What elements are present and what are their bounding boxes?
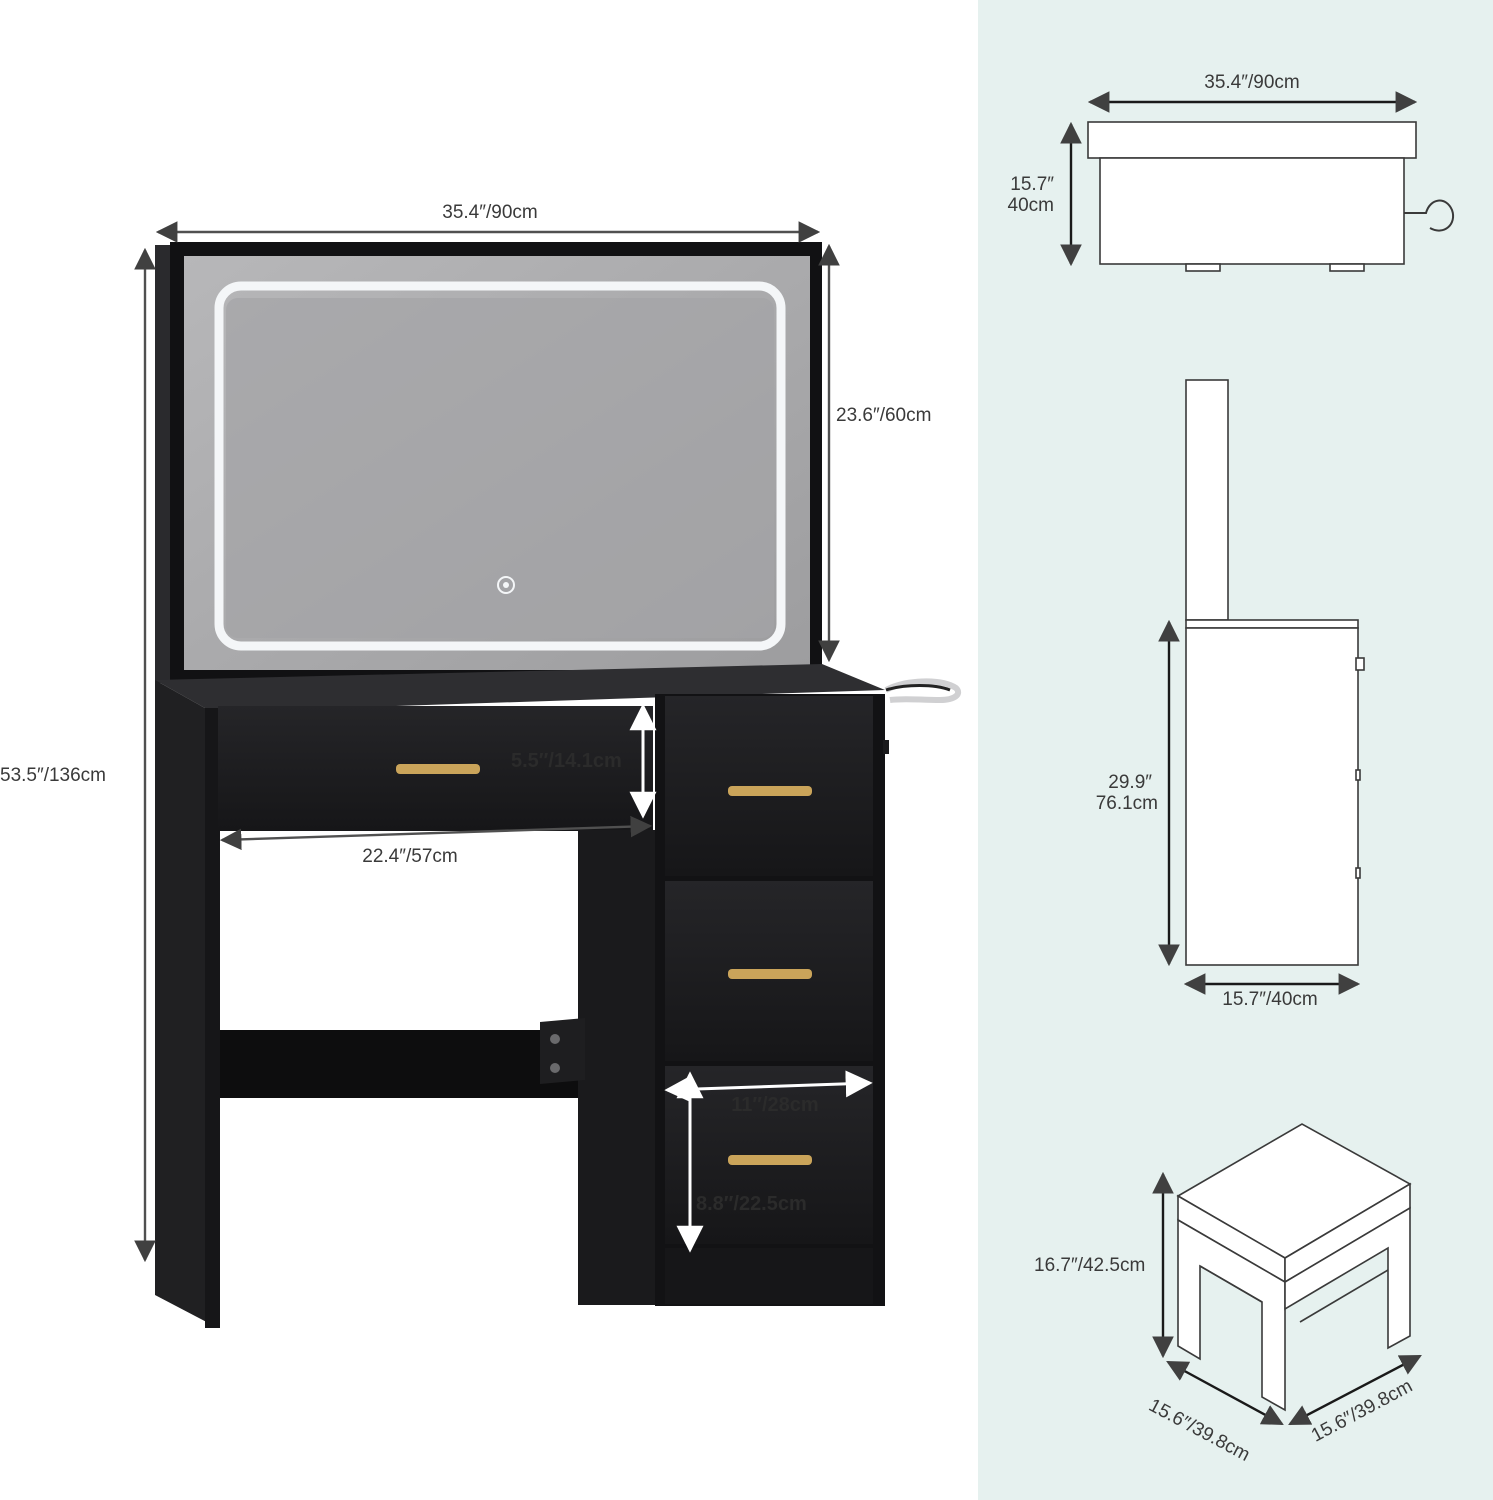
top-drawer-handle[interactable]	[396, 764, 480, 774]
total-height-label: 53.5″/136cm	[0, 765, 107, 786]
led-strip	[214, 281, 786, 651]
cabinet-column	[578, 830, 666, 1305]
left-leg-front	[205, 708, 220, 1328]
stool-height-label: 16.7″/42.5cm	[1034, 1255, 1146, 1276]
drawer-2-handle[interactable]	[728, 969, 812, 979]
mirror-height-label: 23.6″/60cm	[836, 405, 932, 426]
knee-space-dimension-line	[219, 815, 653, 851]
drawer-height-label: 5.5″/14.1cm	[511, 750, 622, 772]
width-label: 35.4″/90cm	[442, 202, 538, 223]
led-inner-glass	[226, 298, 774, 638]
side-view-depth-label: 15.7″/40cm	[1222, 989, 1318, 1010]
top-view	[1087, 121, 1455, 272]
power-touch-icon[interactable]	[497, 576, 515, 594]
side-view-dimension-lines	[1158, 619, 1361, 995]
drawer-1-handle[interactable]	[728, 786, 812, 796]
small-drawer-height-label: 8.8″/22.5cm	[696, 1193, 807, 1215]
side-view-height-label-line2: 76.1cm	[1095, 793, 1158, 814]
top-view-depth-label-line2: 40cm	[1007, 195, 1054, 216]
main-dimension-lines	[134, 221, 840, 1263]
cabinet-base	[665, 1248, 873, 1304]
main-inner-dimension-lines	[629, 703, 873, 1253]
side-view	[1185, 379, 1365, 966]
top-view-width-label: 35.4″/90cm	[1204, 72, 1300, 93]
small-drawer-width-label: 11″/28cm	[731, 1094, 819, 1116]
left-side-panel	[155, 680, 218, 1328]
side-view-height-label-line1: 29.9″	[1108, 772, 1152, 793]
footrest-bracket	[540, 1018, 585, 1084]
bracket-screw-2	[550, 1063, 560, 1073]
top-view-depth-label-line1: 15.7″	[1010, 174, 1054, 195]
stool-view	[1176, 1123, 1412, 1412]
knee-space-label: 22.4″/57cm	[362, 846, 458, 867]
bracket-screw-1	[550, 1034, 560, 1044]
top-view-dimension-lines	[1060, 91, 1418, 267]
hook-icon	[883, 678, 962, 754]
desk-top	[155, 664, 885, 712]
vanity-front-view	[155, 242, 962, 1328]
hook-icon	[1404, 199, 1455, 232]
footrest-bar	[220, 1030, 578, 1098]
drawer-3-handle[interactable]	[728, 1155, 812, 1165]
stool-dimension-lines	[1152, 1171, 1422, 1426]
